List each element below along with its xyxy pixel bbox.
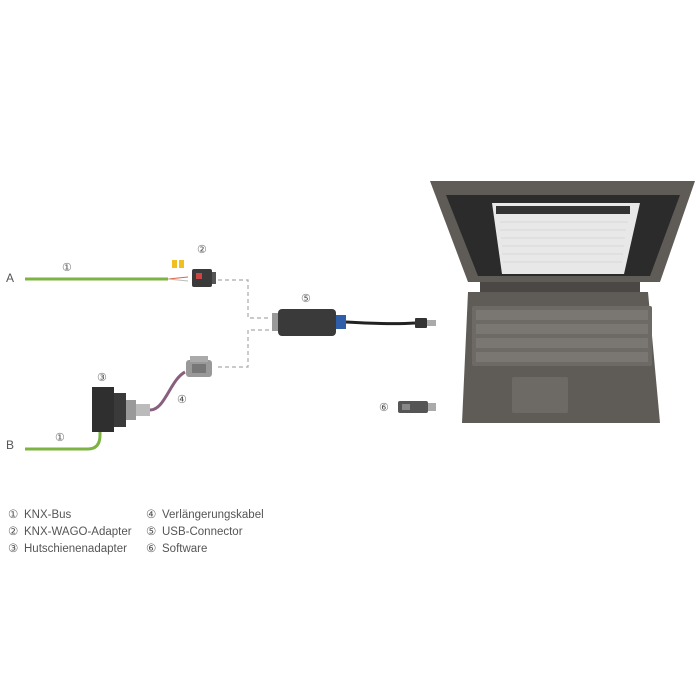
legend-number: ⑤ [146, 526, 157, 538]
legend-label: USB-Connector [162, 526, 243, 538]
knx-wago-adapter-icon [192, 269, 216, 287]
marker-3: ③ [97, 372, 107, 384]
legend-column-right: ④ Verlängerungskabel ⑤ USB-Connector ⑥ Soft… [146, 507, 264, 558]
legend-item: ⑤ USB-Connector [146, 524, 264, 541]
sub-d-plug-icon [186, 356, 212, 377]
knx-bus-cable-b [25, 420, 102, 451]
legend-number: ① [8, 509, 19, 521]
marker-2: ② [197, 244, 207, 256]
legend-number: ③ [8, 543, 19, 555]
marker-1-a: ① [62, 262, 72, 274]
marker-1-b: ① [55, 432, 65, 444]
legend-item: ③ Hutschienenadapter [8, 541, 132, 558]
marker-5: ⑤ [301, 293, 311, 305]
marker-4: ④ [177, 394, 187, 406]
legend-number: ⑥ [146, 543, 157, 555]
laptop-icon [430, 181, 695, 423]
din-rail-adapter-icon [92, 387, 150, 432]
wire-ends-icon [167, 260, 189, 282]
legend-number: ② [8, 526, 19, 538]
legend-item: ② KNX-WAGO-Adapter [8, 524, 132, 541]
line-a-label: A [6, 271, 14, 285]
usb-stick-icon [398, 401, 436, 413]
dashed-connection [218, 279, 270, 368]
legend-column-left: ① KNX-Bus ② KNX-WAGO-Adapter ③ Hutschienena… [8, 507, 132, 558]
legend-label: Software [162, 543, 208, 555]
legend-item: ① KNX-Bus [8, 507, 132, 524]
usb-connector-icon [272, 309, 436, 336]
legend-label: Verlängerungskabel [162, 509, 264, 521]
legend-label: Hutschienenadapter [24, 543, 127, 555]
marker-6: ⑥ [379, 402, 389, 414]
legend-label: KNX-Bus [24, 509, 72, 521]
legend-item: ④ Verlängerungskabel [146, 507, 264, 524]
legend-item: ⑥ Software [146, 541, 264, 558]
line-b-label: B [6, 438, 14, 452]
legend-number: ④ [146, 509, 157, 521]
extension-cable [149, 370, 186, 412]
legend-label: KNX-WAGO-Adapter [24, 526, 132, 538]
